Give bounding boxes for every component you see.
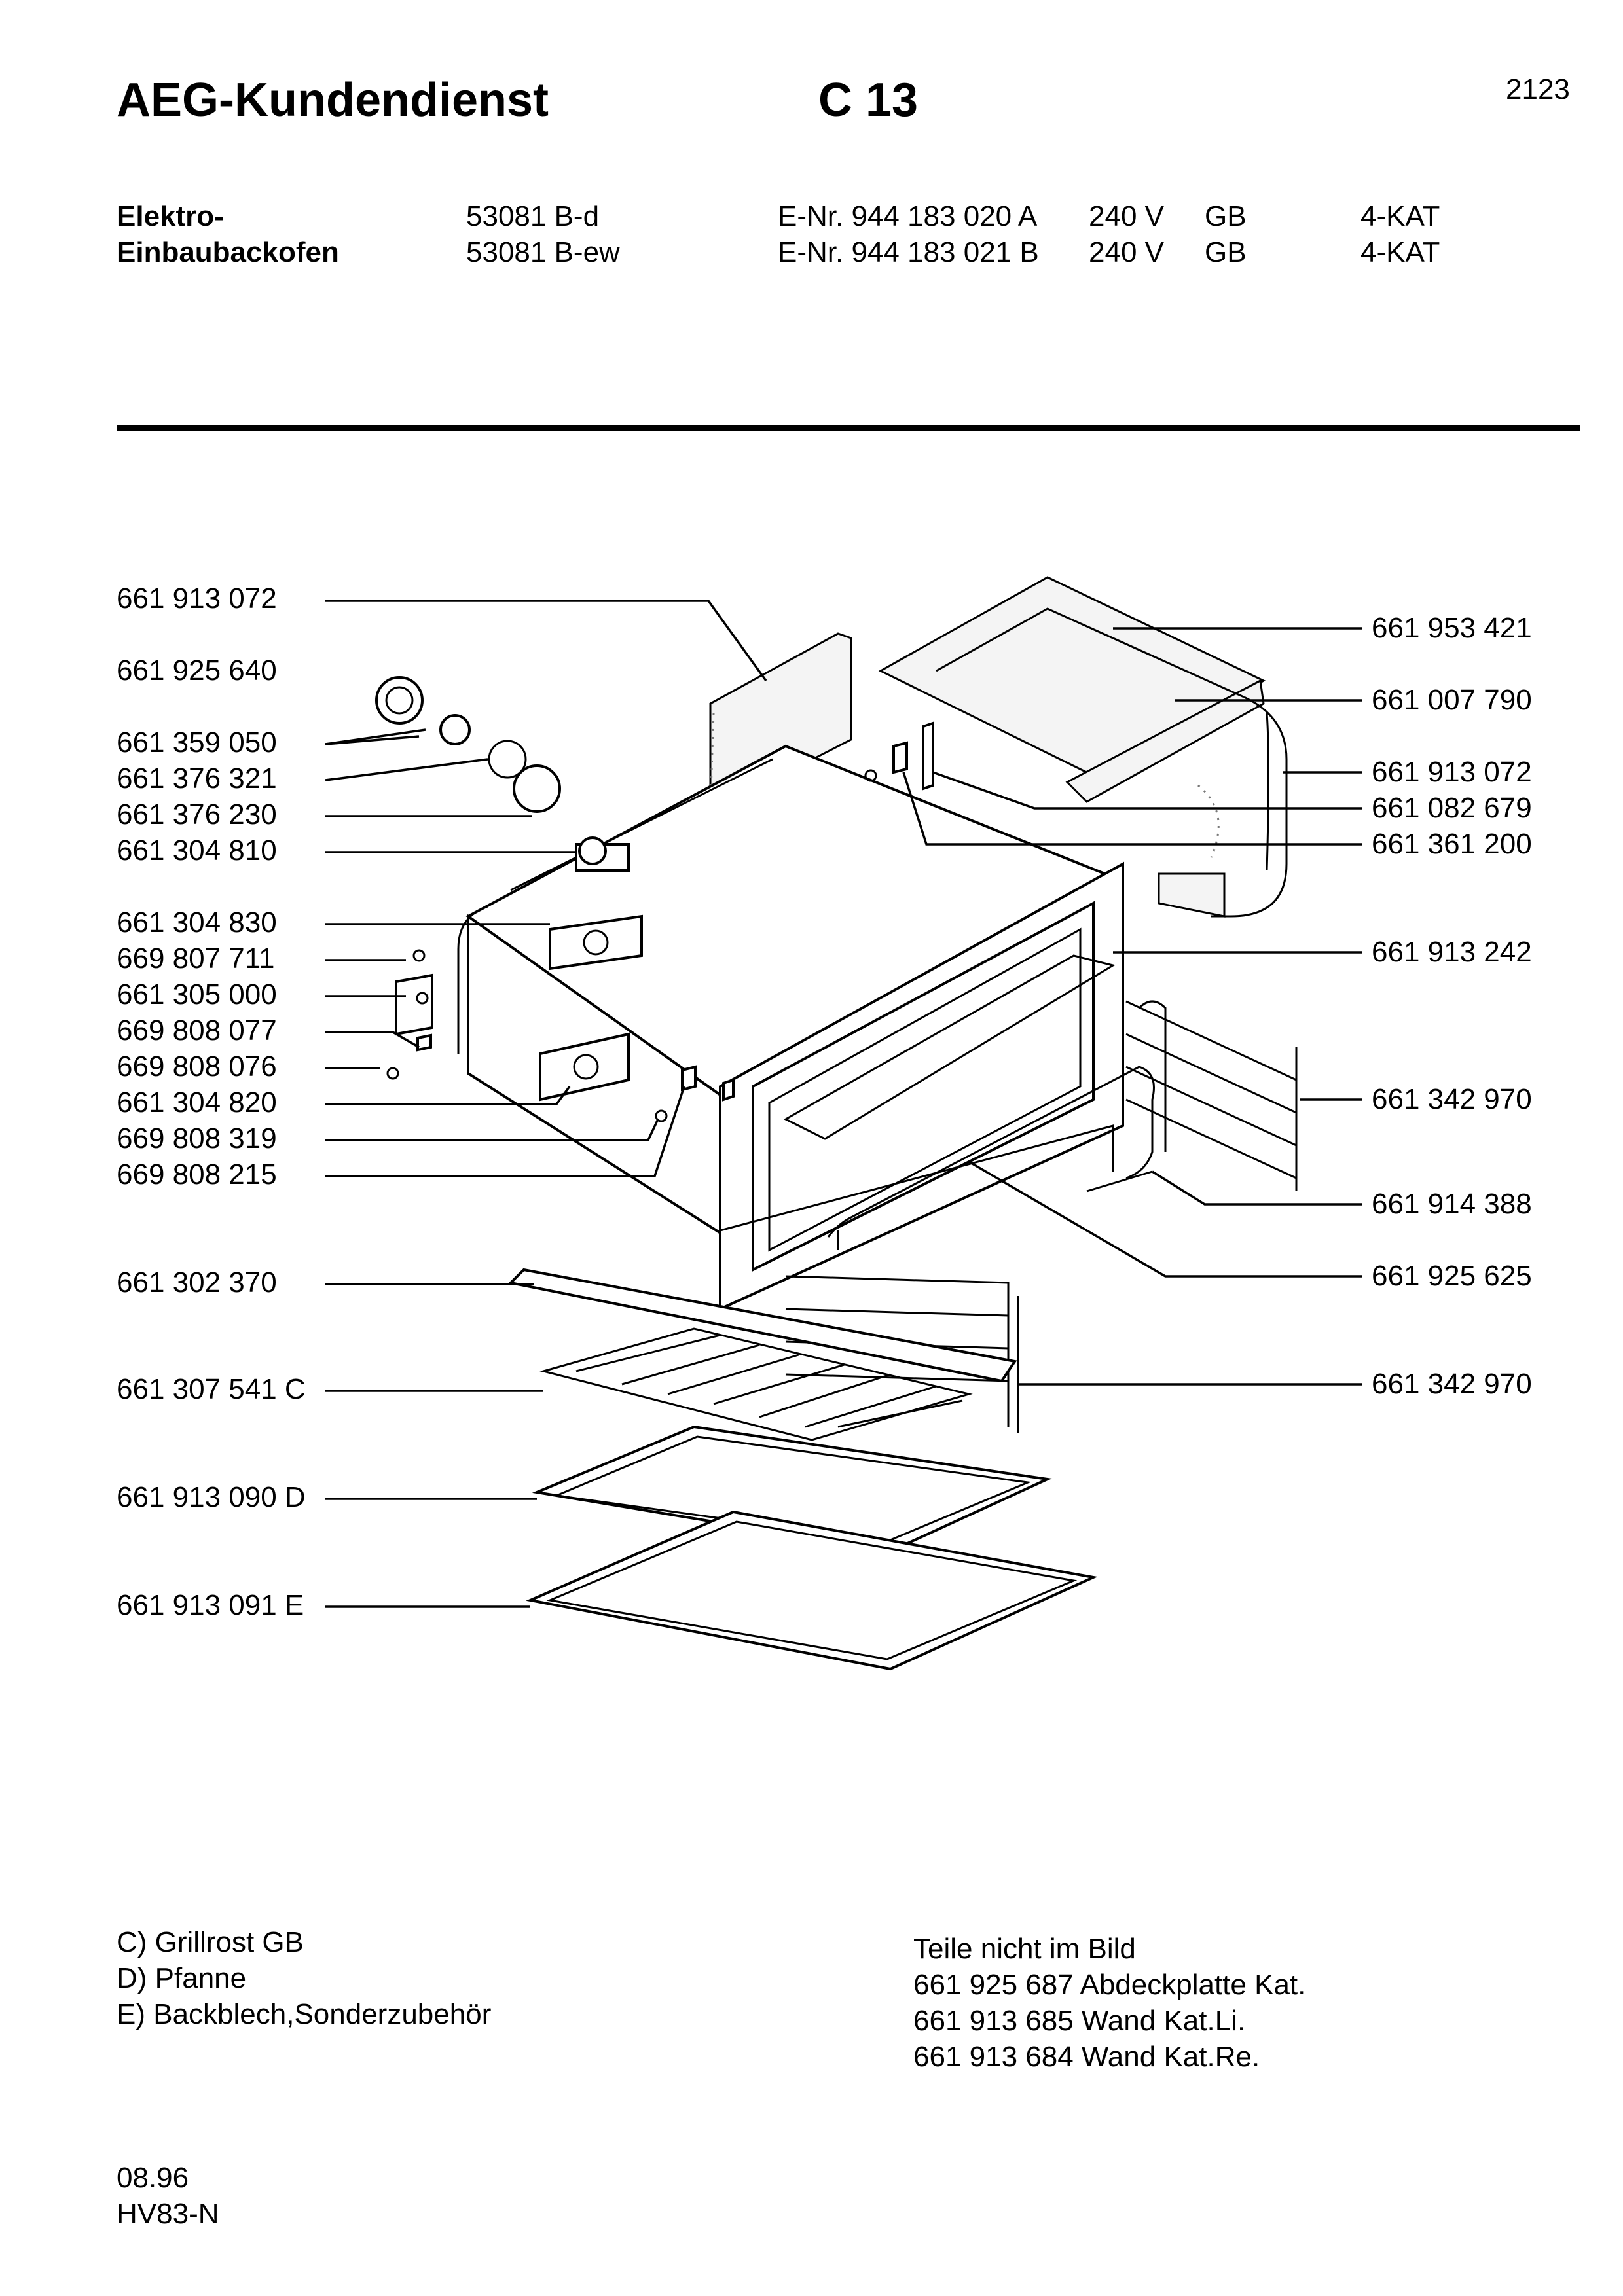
accessory-note: D) Pfanne bbox=[117, 1962, 247, 1994]
accessory-note: C) Grillrost GB bbox=[117, 1926, 304, 1958]
part-label: 669 808 215 bbox=[117, 1158, 277, 1191]
footer-code: HV83-N bbox=[117, 2198, 219, 2230]
part-label: 661 304 830 bbox=[117, 906, 277, 939]
oven-body-drawing bbox=[457, 744, 1124, 1312]
part-label: 661 376 230 bbox=[117, 798, 277, 831]
section-code: C 13 bbox=[818, 74, 919, 126]
part-label: 661 342 970 bbox=[1372, 1368, 1532, 1400]
rear-connector-drawing bbox=[892, 721, 934, 791]
variant: 4-KAT bbox=[1360, 236, 1440, 268]
footer-date: 08.96 bbox=[117, 2162, 189, 2194]
leader-lines-left bbox=[325, 600, 767, 1608]
lamp-assembly-drawing bbox=[375, 676, 630, 872]
product-label-line1: Elektro- bbox=[117, 200, 224, 232]
part-label: 661 376 321 bbox=[117, 762, 277, 795]
part-label: 661 913 090 D bbox=[117, 1481, 306, 1513]
voltage: 240 V bbox=[1089, 236, 1164, 268]
country: GB bbox=[1205, 236, 1247, 268]
header-divider bbox=[117, 425, 1580, 431]
heating-element-drawing bbox=[827, 1066, 1155, 1250]
part-label: 661 361 200 bbox=[1372, 828, 1532, 860]
part-label: 661 913 072 bbox=[1372, 756, 1532, 788]
part-label: 661 913 072 bbox=[117, 583, 277, 615]
part-label: 661 304 810 bbox=[117, 834, 277, 867]
part-label: 661 913 242 bbox=[1372, 936, 1532, 968]
product-label-line2: Einbaubackofen bbox=[117, 236, 339, 268]
part-label: 661 925 640 bbox=[117, 655, 277, 687]
part-label: 661 342 970 bbox=[1372, 1083, 1532, 1115]
part-label: 669 808 076 bbox=[117, 1050, 277, 1083]
baking-tray-drawing bbox=[526, 1510, 1098, 1671]
page-number: 2123 bbox=[1506, 73, 1570, 105]
not-shown-item: 661 913 685 Wand Kat.Li. bbox=[913, 2005, 1246, 2037]
floor-plate-drawing bbox=[507, 1124, 1114, 1383]
part-label: 661 007 790 bbox=[1372, 684, 1532, 716]
voltage: 240 V bbox=[1089, 200, 1164, 232]
part-label: 661 359 050 bbox=[117, 726, 277, 759]
part-label: 661 913 091 E bbox=[117, 1589, 304, 1621]
model-number: 53081 B-ew bbox=[466, 236, 620, 268]
part-label: 661 925 625 bbox=[1372, 1260, 1532, 1292]
grill-rack-drawing bbox=[539, 1327, 973, 1441]
model-number: 53081 B-d bbox=[466, 200, 600, 232]
part-label: 661 307 541 C bbox=[117, 1373, 306, 1405]
accessory-note: E) Backblech,Sonderzubehör bbox=[117, 1998, 492, 2030]
leader-lines-right bbox=[902, 627, 1362, 1386]
not-shown-item: 661 925 687 Abdeckplatte Kat. bbox=[913, 1969, 1306, 2001]
enr-number: E-Nr. 944 183 021 B bbox=[778, 236, 1039, 268]
part-label: 661 304 820 bbox=[117, 1086, 277, 1119]
country: GB bbox=[1205, 200, 1247, 232]
page-title: AEG-Kundendienst bbox=[117, 74, 549, 126]
part-label: 661 305 000 bbox=[117, 978, 277, 1011]
enr-number: E-Nr. 944 183 020 A bbox=[778, 200, 1038, 232]
not-shown-item: 661 913 684 Wand Kat.Re. bbox=[913, 2041, 1260, 2073]
part-label: 661 302 370 bbox=[117, 1266, 277, 1299]
side-brackets-drawing bbox=[386, 769, 877, 1122]
part-label: 661 914 388 bbox=[1372, 1188, 1532, 1220]
part-label: 669 807 711 bbox=[117, 942, 275, 975]
part-label: 661 082 679 bbox=[1372, 792, 1532, 824]
part-label: 669 808 077 bbox=[117, 1014, 277, 1047]
variant: 4-KAT bbox=[1360, 200, 1440, 232]
part-label: 669 808 319 bbox=[117, 1122, 277, 1155]
part-label: 661 953 421 bbox=[1372, 612, 1532, 644]
not-shown-title: Teile nicht im Bild bbox=[913, 1933, 1136, 1965]
top-liner-drawing bbox=[878, 576, 1288, 918]
